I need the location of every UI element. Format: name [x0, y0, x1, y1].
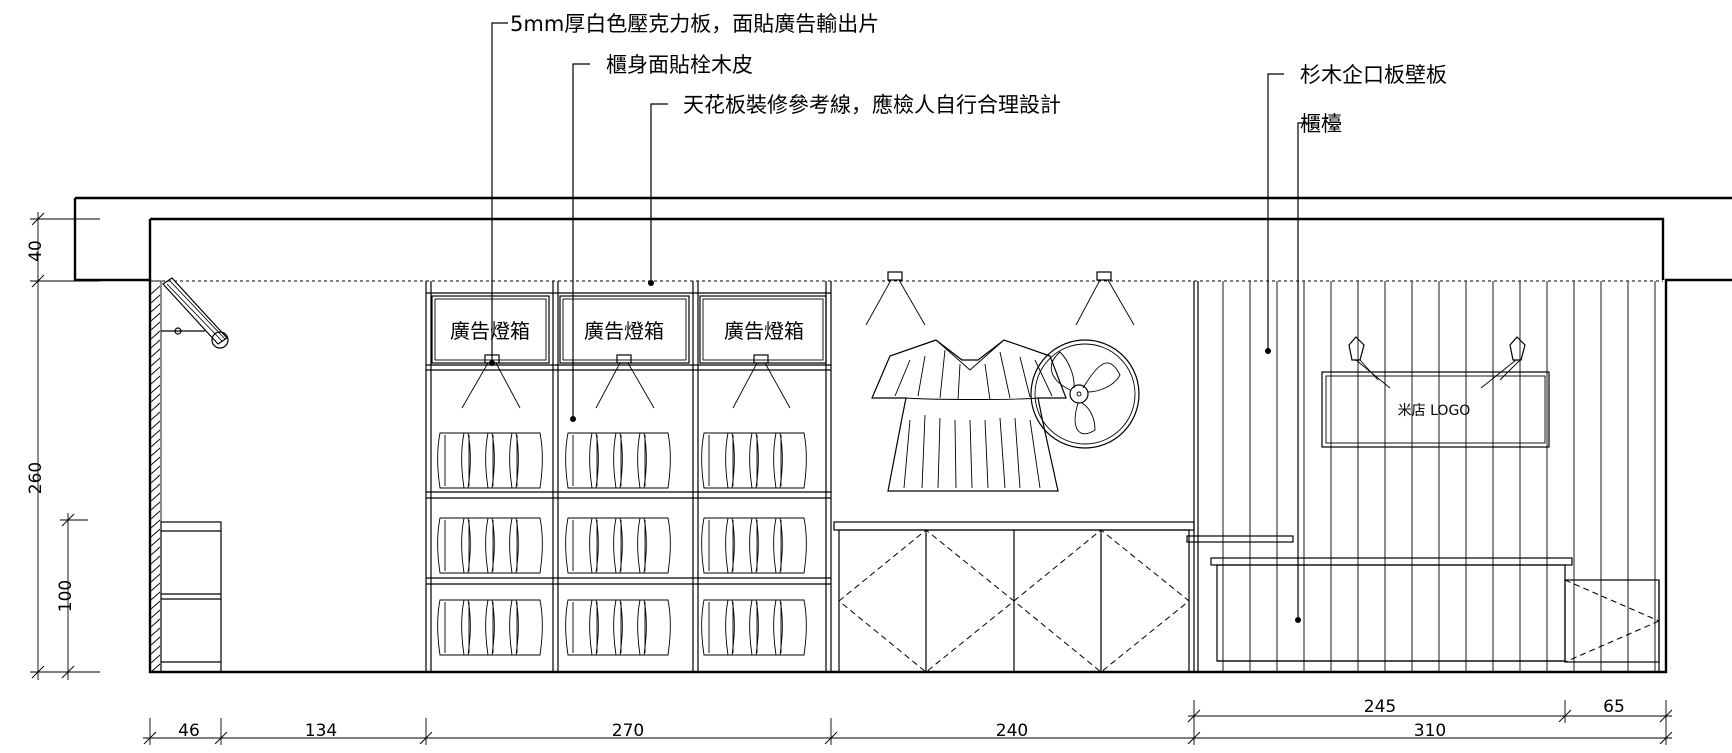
- rice-bag: [701, 517, 735, 574]
- rice-bag: [437, 432, 471, 489]
- rice-bag: [613, 599, 647, 656]
- hanging-lights: [865, 271, 1135, 326]
- rice-bag: [637, 517, 671, 574]
- logo-sign-label: 米店 LOGO: [1398, 403, 1471, 419]
- dim-270: 270: [612, 721, 644, 741]
- dim-134: 134: [305, 721, 337, 741]
- rice-bags: [437, 432, 807, 656]
- low-display-cabinet: [833, 521, 1195, 673]
- rice-bag: [589, 599, 623, 656]
- dim-65: 65: [1603, 697, 1625, 717]
- dim-245: 245: [1364, 697, 1396, 717]
- dim-310: 310: [1414, 721, 1446, 741]
- rice-bag: [637, 599, 671, 656]
- rice-bag: [749, 599, 783, 656]
- rice-bag: [637, 432, 671, 489]
- rice-bag: [509, 599, 543, 656]
- lightbox-label-1: 廣告燈箱: [450, 319, 530, 343]
- callout-wall-panel: 杉木企口板壁板: [1300, 63, 1447, 87]
- rice-bag: [773, 599, 807, 656]
- rice-bag: [725, 432, 759, 489]
- logo-sign: 米店 LOGO: [1321, 336, 1550, 448]
- rice-bag: [701, 432, 735, 489]
- rice-bag: [773, 432, 807, 489]
- dim-vertical-100: 100: [56, 580, 76, 612]
- rice-bag: [509, 432, 543, 489]
- rice-bag: [725, 517, 759, 574]
- rice-bag: [773, 517, 807, 574]
- callout-acrylic: 5mm厚白色壓克力板，面貼廣告輸出片: [510, 12, 879, 36]
- rice-bag: [485, 599, 519, 656]
- display-cabinets: 廣告燈箱 廣告燈箱 廣告燈箱: [425, 281, 832, 672]
- rice-bag: [701, 599, 735, 656]
- callouts: 5mm厚白色壓克力板，面貼廣告輸出片 櫃身面貼栓木皮 天花板裝修參考線，應檢人自…: [489, 12, 1447, 623]
- rice-bag: [509, 517, 543, 574]
- dim-240: 240: [996, 721, 1028, 741]
- rice-bag: [749, 432, 783, 489]
- left-low-shelf: [160, 521, 222, 673]
- lightbox-label-2: 廣告燈箱: [584, 319, 664, 343]
- rice-bag: [565, 517, 599, 574]
- rice-bag: [461, 599, 495, 656]
- rice-bag: [461, 517, 495, 574]
- rice-bag: [485, 432, 519, 489]
- display-fan: [1030, 339, 1140, 449]
- display-garment: [871, 339, 1067, 492]
- hanger-rail: [161, 277, 229, 349]
- rice-bag: [437, 517, 471, 574]
- rice-bag: [437, 599, 471, 656]
- rice-bag: [565, 599, 599, 656]
- rice-bag: [485, 517, 519, 574]
- callout-ceiling: 天花板裝修參考線，應檢人自行合理設計: [683, 93, 1061, 117]
- rice-bag: [725, 599, 759, 656]
- vertical-dimensions: 40 260 100: [26, 212, 100, 680]
- lightbox-label-3: 廣告燈箱: [724, 319, 804, 343]
- left-wall-hatch: [149, 280, 162, 673]
- wood-wall-panels: [1193, 281, 1656, 672]
- rice-bag: [565, 432, 599, 489]
- rice-bag: [613, 517, 647, 574]
- dim-vertical-40: 40: [26, 240, 46, 262]
- rice-bag: [589, 432, 623, 489]
- service-counter: [1186, 535, 1660, 672]
- rice-bag: [613, 432, 647, 489]
- rice-bag: [461, 432, 495, 489]
- building-shell: [73, 196, 1732, 674]
- callout-cabinet-face: 櫃身面貼栓木皮: [606, 53, 753, 77]
- rice-bag: [749, 517, 783, 574]
- horizontal-dimensions: 46 134 270 240 310 245 65: [143, 697, 1673, 745]
- dim-vertical-260: 260: [26, 462, 46, 494]
- dim-46: 46: [178, 721, 200, 741]
- rice-bag: [589, 517, 623, 574]
- callout-counter: 櫃檯: [1300, 112, 1342, 136]
